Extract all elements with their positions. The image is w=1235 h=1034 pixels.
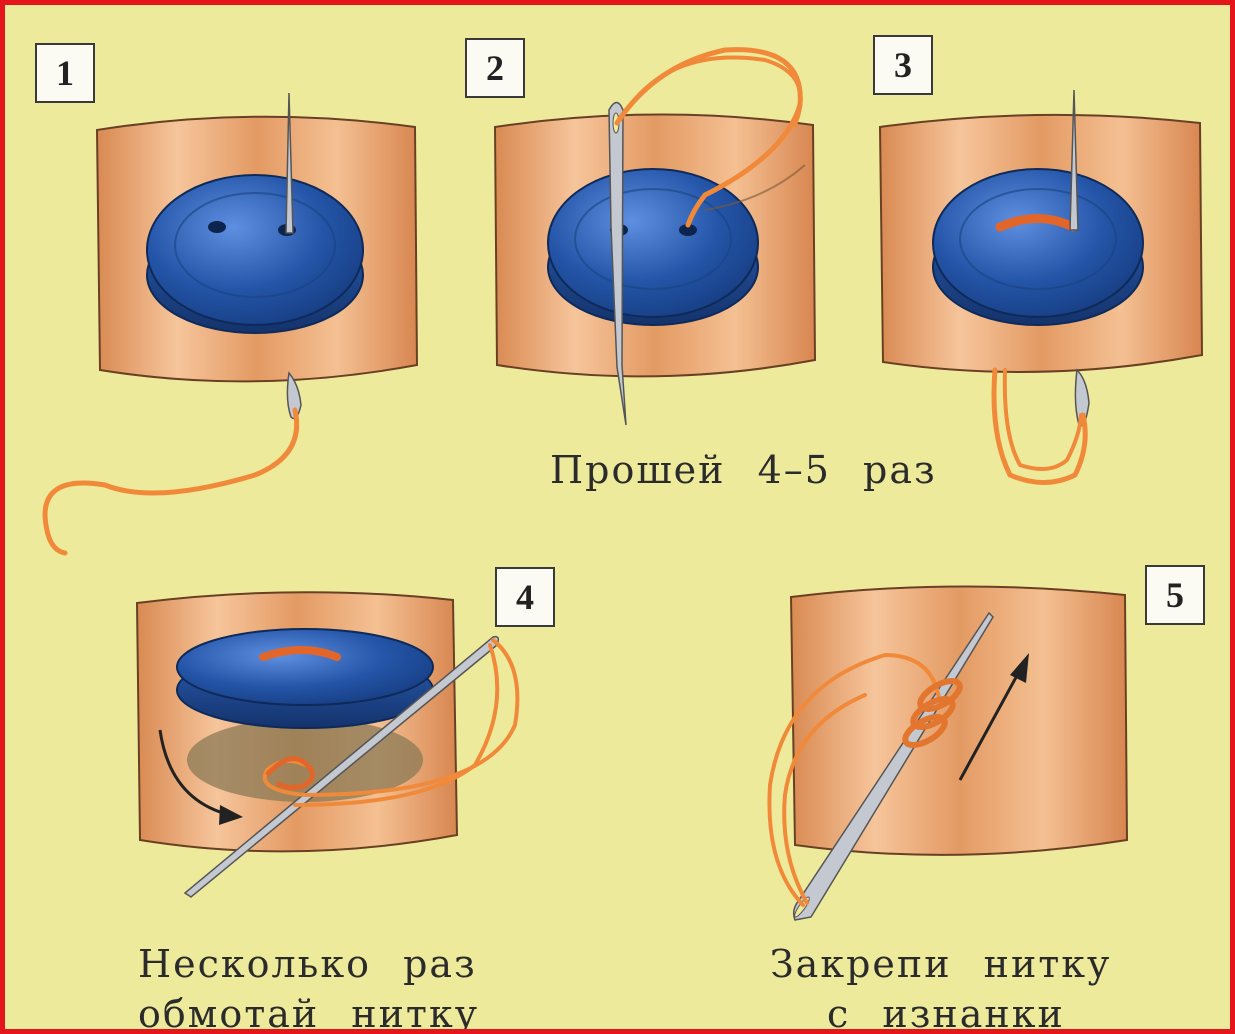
step-4-scene [137,592,517,897]
step-5-scene [769,586,1127,920]
button-3 [933,169,1143,325]
step-number-2: 2 [465,38,525,98]
step-number-3: 3 [873,35,933,95]
button-1 [147,175,363,333]
thread-1 [45,410,297,553]
step-number-1: 1 [35,43,95,103]
sewing-button-illustration [5,5,1235,1034]
fabric-swatch-5 [791,586,1127,854]
caption-stitch: Прошей 4–5 раз [550,443,937,497]
button-4 [177,629,433,728]
caption-secure-line2: с изнанки [827,987,1065,1034]
caption-wrap-line2: обмотай нитку [138,987,479,1034]
step-number-5: 5 [1145,565,1205,625]
step-3-scene [880,90,1202,483]
step-number-4: 4 [495,567,555,627]
step-1-scene [45,93,417,553]
button-2 [548,169,758,325]
caption-secure-line1: Закрепи нитку [770,937,1111,991]
caption-wrap-line1: Несколько раз [138,937,477,991]
step-2-scene [495,50,815,425]
